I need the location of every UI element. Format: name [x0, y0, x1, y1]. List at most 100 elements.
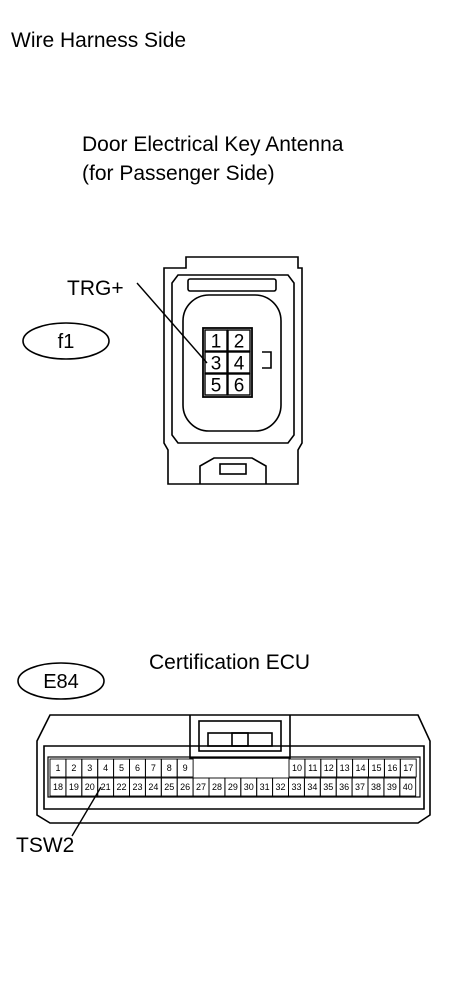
pin-cell-17: 17	[399, 758, 417, 778]
pin-cell-6: 6	[227, 373, 251, 396]
pin-cell-7: 7	[144, 758, 162, 778]
pin-cell-28: 28	[208, 777, 226, 797]
pin-cell-5: 5	[113, 758, 130, 778]
pin-number: 9	[183, 763, 188, 773]
pin-cell-29: 29	[224, 777, 242, 797]
pin-number: 27	[196, 782, 206, 792]
pin-cell-34: 34	[303, 777, 321, 797]
pin-number: 31	[260, 782, 270, 792]
pin-cell-3: 3	[81, 758, 99, 778]
pin-number: 29	[228, 782, 238, 792]
pin-cell-2: 2	[227, 329, 251, 352]
pin-number: 13	[340, 763, 350, 773]
pin-number: 6	[135, 763, 140, 773]
pin-number: 30	[244, 782, 254, 792]
pin-cell-1: 1	[49, 758, 67, 778]
pin-number: 22	[117, 782, 127, 792]
pin-number: 10	[292, 763, 302, 773]
pin-box	[204, 373, 228, 396]
pin-box	[399, 758, 417, 778]
pin-cell-27: 27	[192, 777, 210, 797]
pin-number: 37	[355, 782, 365, 792]
pin-box	[176, 758, 194, 778]
pin-cell-36: 36	[335, 777, 353, 797]
pin-cell-30: 30	[240, 777, 258, 797]
pin-number: 34	[307, 782, 317, 792]
pin-number: 3	[211, 353, 222, 374]
pin-cell-24: 24	[144, 777, 162, 797]
pin-cell-16: 16	[383, 758, 401, 778]
pin-cell-14: 14	[352, 758, 369, 778]
pin-cell-37: 37	[351, 777, 369, 797]
diagram-heading: Wire Harness Side	[11, 29, 187, 52]
pin-number: 33	[291, 782, 301, 792]
pin-number: 16	[387, 763, 397, 773]
connector-e84-inner-shell	[43, 745, 425, 810]
connector-e84-latch-housing	[189, 715, 291, 759]
pin-number: 4	[234, 353, 245, 374]
pin-number: 36	[339, 782, 349, 792]
trg-plus-label: TRG+	[67, 277, 124, 300]
connector-e84-housing	[36, 714, 431, 824]
connector-f1-title-line1: Door Electrical Key Antenna	[82, 133, 344, 156]
pin-number: 8	[167, 763, 172, 773]
connector-f1-side-latch	[262, 351, 272, 369]
connector-e84	[36, 714, 431, 824]
connector-f1-housing	[163, 256, 303, 485]
pin-number: 40	[403, 782, 413, 792]
pin-cell-12: 12	[320, 758, 338, 778]
connector-f1-bottom-tab-notch	[219, 463, 247, 475]
tsw2-leader-line	[71, 786, 102, 837]
pin-cell-23: 23	[129, 777, 146, 797]
pin-cell-10: 10	[288, 758, 306, 778]
pin-cell-31: 31	[256, 777, 274, 797]
pin-box	[227, 351, 251, 374]
pin-number: 35	[323, 782, 333, 792]
pin-number: 12	[324, 763, 334, 773]
pin-number: 15	[371, 763, 381, 773]
pin-number: 6	[234, 375, 245, 396]
pin-number: 18	[53, 782, 63, 792]
trg-leader-line	[136, 282, 208, 364]
connector-e84-latch-center	[231, 732, 249, 747]
pin-cell-11: 11	[304, 758, 322, 778]
pin-number: 7	[151, 763, 156, 773]
pin-cell-20: 20	[81, 777, 99, 797]
pin-number: 14	[356, 763, 366, 773]
connector-f1-title-line2: (for Passenger Side)	[82, 162, 275, 185]
connector-f1-code-badge	[22, 322, 110, 360]
connector-e84-code-badge	[17, 662, 105, 700]
pin-number: 28	[212, 782, 222, 792]
pin-cell-40: 40	[399, 777, 417, 797]
pin-cell-19: 19	[65, 777, 83, 797]
pin-cell-32: 32	[272, 777, 289, 797]
connector-f1	[163, 256, 303, 485]
pin-number: 21	[101, 782, 111, 792]
pin-box	[204, 329, 228, 352]
connector-f1-inner-shell	[171, 274, 295, 444]
pin-number: 19	[69, 782, 79, 792]
pin-number: 32	[276, 782, 286, 792]
pin-cell-6: 6	[129, 758, 146, 778]
pin-cell-25: 25	[160, 777, 178, 797]
pin-cell-1: 1	[204, 329, 228, 352]
pin-number: 25	[164, 782, 174, 792]
pin-cell-18: 18	[49, 777, 67, 797]
pin-number: 20	[85, 782, 95, 792]
pin-cell-2: 2	[65, 758, 83, 778]
pin-box	[227, 373, 251, 396]
pin-number: 38	[371, 782, 381, 792]
pin-cell-8: 8	[160, 758, 178, 778]
pin-box	[227, 329, 251, 352]
pin-number: 11	[308, 763, 317, 773]
pin-number: 17	[403, 763, 413, 773]
pin-number: 5	[119, 763, 124, 773]
pin-box	[399, 777, 417, 797]
pin-cell-22: 22	[113, 777, 130, 797]
connector-e84-title: Certification ECU	[149, 651, 311, 674]
pin-number: 1	[211, 331, 222, 352]
connector-e84-code: E84	[43, 671, 79, 693]
connector-e84-latch-frame	[198, 720, 282, 752]
pin-cell-33: 33	[288, 777, 305, 797]
pin-box	[204, 351, 228, 374]
